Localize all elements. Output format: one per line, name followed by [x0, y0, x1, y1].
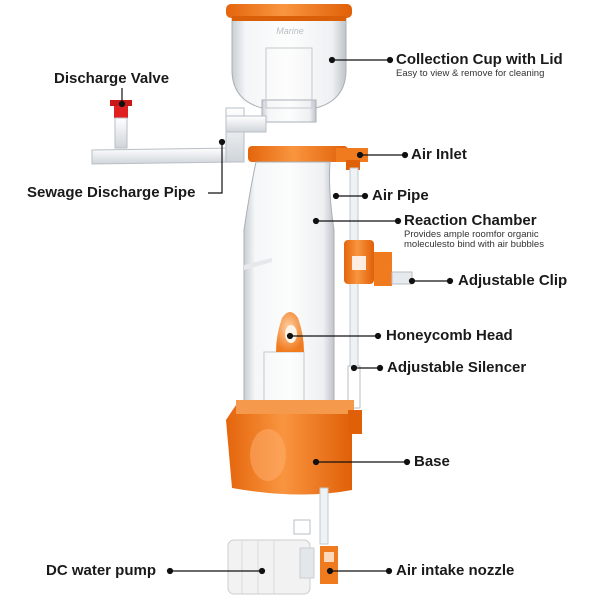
adjustable-clip-label: Adjustable Clip [458, 272, 568, 289]
dc-pump-label: DC water pump [46, 562, 157, 579]
reaction-chamber [243, 161, 335, 403]
sewage-pipe-label: Sewage Discharge Pipe [27, 184, 196, 201]
adjustable-clip-part [344, 240, 413, 286]
air-pipe-label: Air Pipe [372, 187, 429, 204]
honeycomb-head-label: Honeycomb Head [386, 327, 513, 344]
collection-cup-description: Easy to view & remove for cleaning [396, 68, 545, 79]
dc-pump-part [227, 539, 315, 595]
base-part [226, 400, 362, 495]
discharge-valve-assembly [91, 100, 267, 165]
base-label: Base [414, 453, 450, 470]
brand-mark: Marine [276, 26, 304, 36]
air-intake-nozzle-part [320, 546, 338, 584]
leader-lines [118, 56, 454, 575]
air-inlet-label: Air Inlet [411, 146, 467, 163]
collection-cup: Marine [231, 17, 347, 123]
reaction-chamber-description-2: moleculesto bind with air bubbles [404, 239, 544, 250]
reaction-chamber-label: Reaction Chamber [404, 212, 537, 229]
reaction-chamber-description-1: Provides ample roomfor organic [404, 229, 539, 240]
collection-cup-label: Collection Cup with Lid [396, 51, 563, 68]
adjustable-silencer-label: Adjustable Silencer [387, 359, 527, 376]
air-intake-nozzle-label: Air intake nozzle [396, 562, 515, 579]
air-inlet-ring [248, 146, 368, 170]
pump-hose [293, 487, 329, 545]
discharge-valve-label: Discharge Valve [54, 70, 170, 87]
lid [226, 4, 352, 21]
